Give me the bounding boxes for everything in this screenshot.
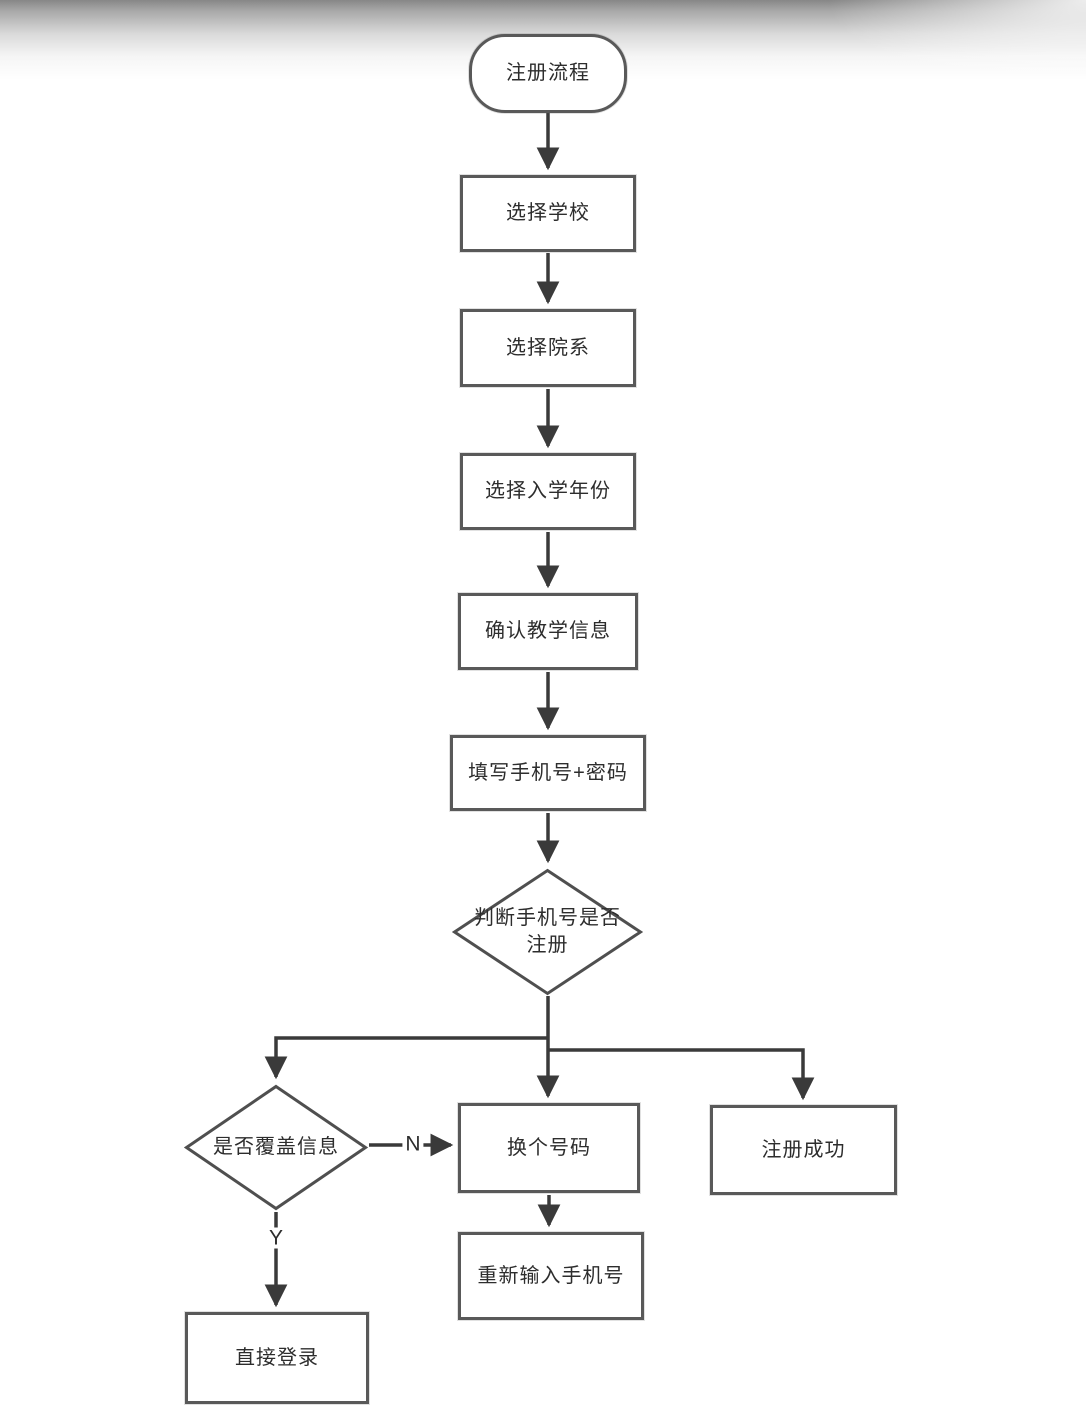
decision-label-line1: 判断手机号是否 bbox=[474, 907, 621, 929]
decision-label-line2: 注册 bbox=[526, 934, 569, 956]
node-select-school-label: 选择学校 bbox=[506, 202, 590, 224]
node-check-phone-registered-label: 判断手机号是否 注册 bbox=[474, 905, 621, 959]
node-select-enroll-year-label: 选择入学年份 bbox=[485, 480, 611, 502]
node-reenter-phone-label: 重新输入手机号 bbox=[477, 1264, 625, 1287]
node-confirm-teaching-info: 确认教学信息 bbox=[458, 593, 638, 670]
node-overwrite-info: 是否覆盖信息 bbox=[184, 1084, 368, 1211]
node-register-success-label: 注册成功 bbox=[761, 1138, 846, 1161]
node-direct-login-label: 直接登录 bbox=[235, 1346, 319, 1369]
edge-decision-to-success bbox=[548, 1048, 815, 1101]
node-check-phone-registered: 判断手机号是否 注册 bbox=[452, 868, 643, 996]
node-select-department-label: 选择院系 bbox=[506, 336, 590, 359]
node-overwrite-info-label: 是否覆盖信息 bbox=[213, 1136, 339, 1158]
node-select-school: 选择学校 bbox=[460, 175, 636, 252]
node-start: 注册流程 bbox=[469, 34, 627, 113]
node-confirm-teaching-info-label: 确认教学信息 bbox=[485, 620, 611, 642]
scan-gradient-corner bbox=[826, 0, 1086, 90]
edge-label-yes: Y bbox=[265, 1227, 287, 1249]
node-direct-login: 直接登录 bbox=[185, 1312, 369, 1404]
edge-label-no: N bbox=[402, 1133, 424, 1155]
node-select-department: 选择院系 bbox=[460, 309, 636, 387]
edge-decision-to-overwrite bbox=[264, 1036, 548, 1080]
diamond-shape bbox=[184, 1084, 368, 1211]
node-reenter-phone: 重新输入手机号 bbox=[458, 1232, 644, 1320]
node-start-label: 注册流程 bbox=[506, 62, 590, 84]
node-fill-phone-password: 填写手机号+密码 bbox=[450, 735, 646, 811]
node-select-enroll-year: 选择入学年份 bbox=[460, 453, 636, 530]
node-change-number-label: 换个号码 bbox=[507, 1136, 591, 1159]
node-fill-phone-password-label: 填写手机号+密码 bbox=[468, 761, 628, 784]
node-register-success: 注册成功 bbox=[710, 1105, 897, 1195]
diamond-shape bbox=[452, 868, 643, 996]
node-change-number: 换个号码 bbox=[458, 1103, 640, 1193]
